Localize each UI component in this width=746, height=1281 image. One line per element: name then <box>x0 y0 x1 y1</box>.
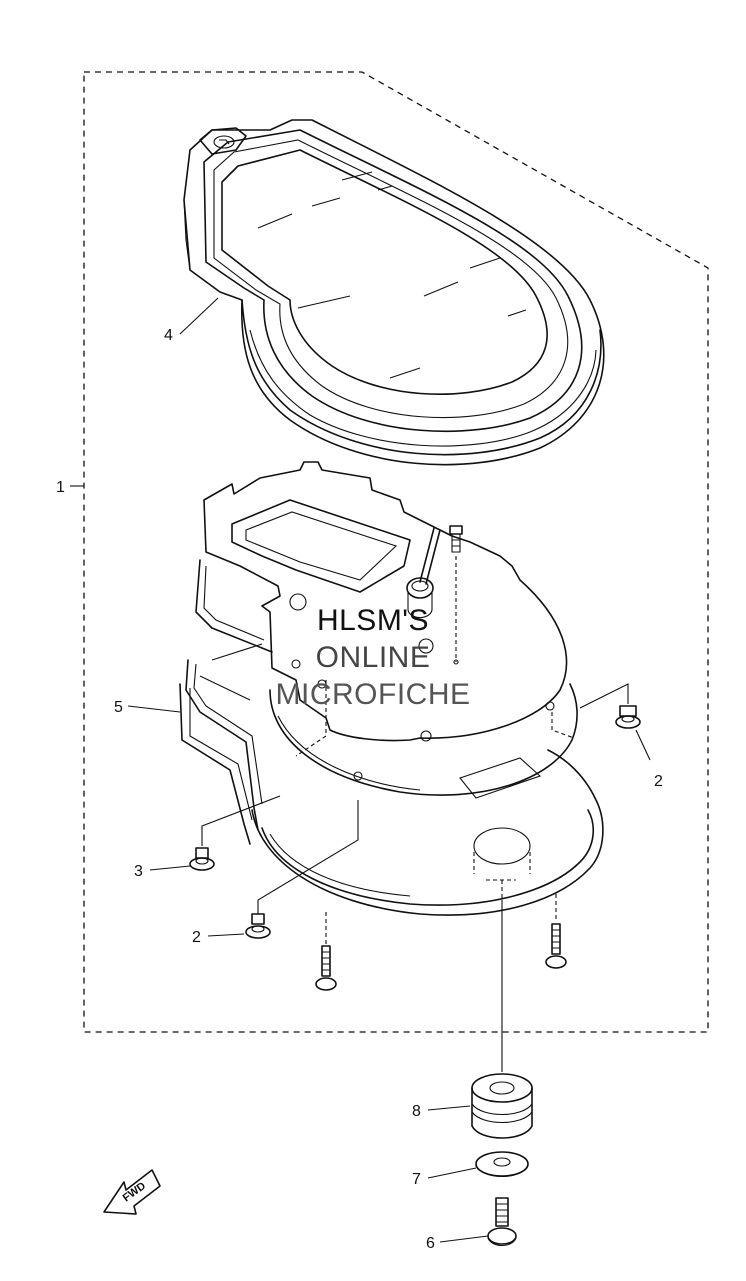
washer-part-7 <box>475 1151 529 1177</box>
callout-5: 5 <box>114 699 123 716</box>
grommet-part-3 <box>189 795 281 871</box>
watermark-line-2: ONLINE <box>315 641 431 674</box>
meter-cover-part-4 <box>183 119 605 466</box>
callout-6: 6 <box>426 1235 435 1252</box>
callout-labels: 1 2 2 3 4 5 6 7 8 <box>56 327 663 1252</box>
case-screw-right <box>545 894 567 969</box>
grommet-part-2-lower <box>245 800 359 939</box>
callout-7: 7 <box>412 1171 421 1188</box>
callout-3: 3 <box>134 863 143 880</box>
watermark-line-1: HLSM'S <box>316 604 430 637</box>
callout-8: 8 <box>412 1103 421 1120</box>
callout-2-right: 2 <box>654 773 663 790</box>
forward-direction-marker: FWD <box>103 1169 161 1215</box>
callout-4: 4 <box>164 327 173 344</box>
callout-1: 1 <box>56 479 65 496</box>
watermark-line-3: MICROFICHE <box>275 678 471 711</box>
meter-assembly-part-5 <box>179 461 604 916</box>
damper-part-8 <box>471 900 533 1139</box>
bolt-part-6 <box>487 1197 517 1247</box>
assembly-boundary <box>83 71 709 1033</box>
case-screw-left <box>315 912 337 991</box>
callout-2-lower: 2 <box>192 929 201 946</box>
leader-lines <box>70 297 489 1243</box>
grommet-part-2-right <box>579 683 651 761</box>
